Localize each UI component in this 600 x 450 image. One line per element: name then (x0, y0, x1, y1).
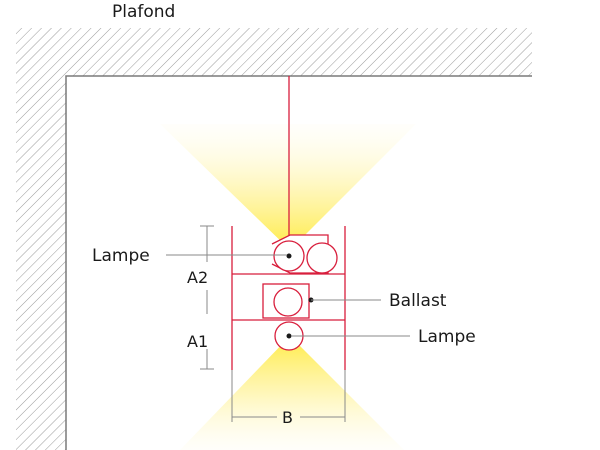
dimension-a1-label: A1 (187, 332, 208, 351)
dimension-a2-label: A2 (187, 268, 208, 287)
downward-light-beam (180, 336, 404, 450)
upward-light-beam (160, 124, 416, 250)
horizontal-dimension (231, 370, 346, 422)
top-lamp (271, 234, 338, 274)
ballast-label: Ballast (389, 291, 447, 311)
wall-ceiling-outline (65, 75, 532, 450)
dimension-b-label: B (282, 408, 293, 427)
ceiling-label: Plafond (112, 2, 175, 22)
wall-ceiling-hatch (16, 28, 532, 450)
lamp-bottom-label: Lampe (418, 327, 476, 347)
lamp-top-label: Lampe (92, 246, 150, 266)
vertical-dimensions (200, 225, 214, 370)
leader-lines (166, 254, 410, 337)
fixture-frame (231, 226, 346, 370)
ballast-tube (273, 287, 314, 317)
